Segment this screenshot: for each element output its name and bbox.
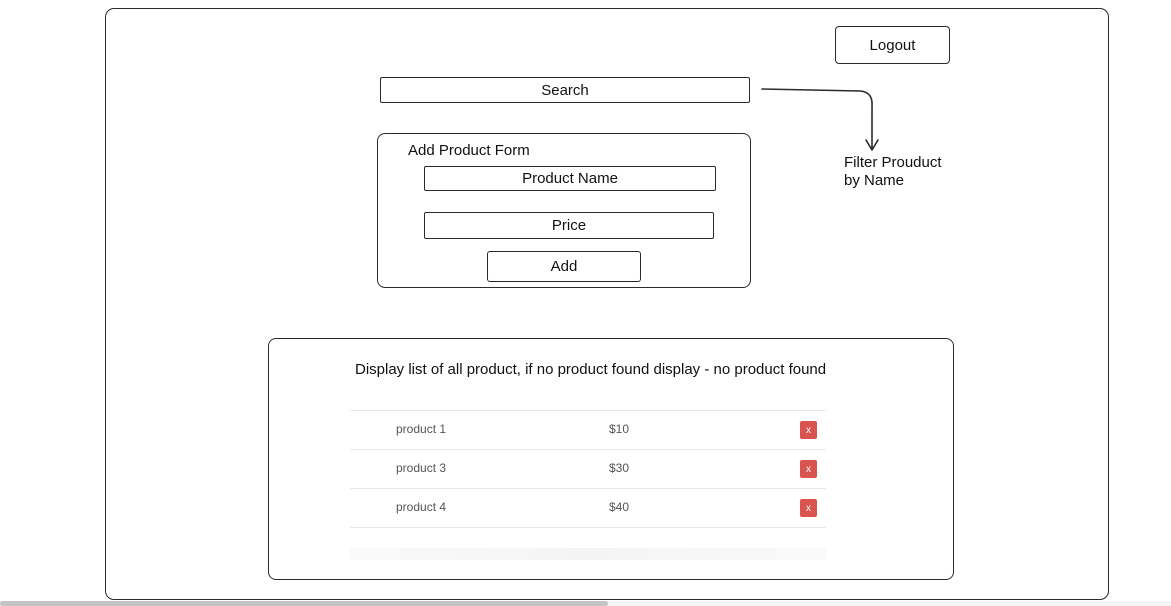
- delete-button[interactable]: x: [800, 421, 817, 439]
- form-title: Add Product Form: [408, 142, 530, 159]
- wireframe-frame: [105, 8, 1109, 600]
- product-name-input[interactable]: [424, 166, 716, 191]
- product-name: product 4: [396, 500, 447, 514]
- product-name: product 3: [396, 461, 447, 475]
- add-button[interactable]: Add: [487, 251, 641, 282]
- product-table: product 1 $10 x product 3 $30 x product …: [350, 410, 826, 528]
- table-row: product 3 $30 x: [350, 449, 826, 488]
- delete-button[interactable]: x: [800, 499, 817, 517]
- annotation-line-2: by Name: [844, 172, 905, 189]
- table-row: product 4 $40 x: [350, 488, 826, 528]
- logout-button[interactable]: Logout: [835, 26, 950, 64]
- filter-annotation: Filter Prouduct by Name: [844, 154, 942, 190]
- price-input[interactable]: [424, 212, 714, 239]
- search-input[interactable]: [380, 77, 750, 103]
- list-caption: Display list of all product, if no produ…: [355, 361, 827, 378]
- product-list-panel: [268, 338, 954, 580]
- delete-button[interactable]: x: [800, 460, 817, 478]
- table-row: product 1 $10 x: [350, 410, 826, 449]
- product-price: $10: [609, 422, 630, 436]
- filter-arrow-icon: [761, 88, 879, 151]
- annotation-line-1: Filter Prouduct: [844, 154, 942, 171]
- scrollbar-thumb[interactable]: [0, 601, 608, 606]
- product-price: $40: [609, 500, 630, 514]
- add-product-form: [377, 133, 751, 288]
- table-footer: [350, 548, 826, 560]
- product-price: $30: [609, 461, 630, 475]
- product-name: product 1: [396, 422, 447, 436]
